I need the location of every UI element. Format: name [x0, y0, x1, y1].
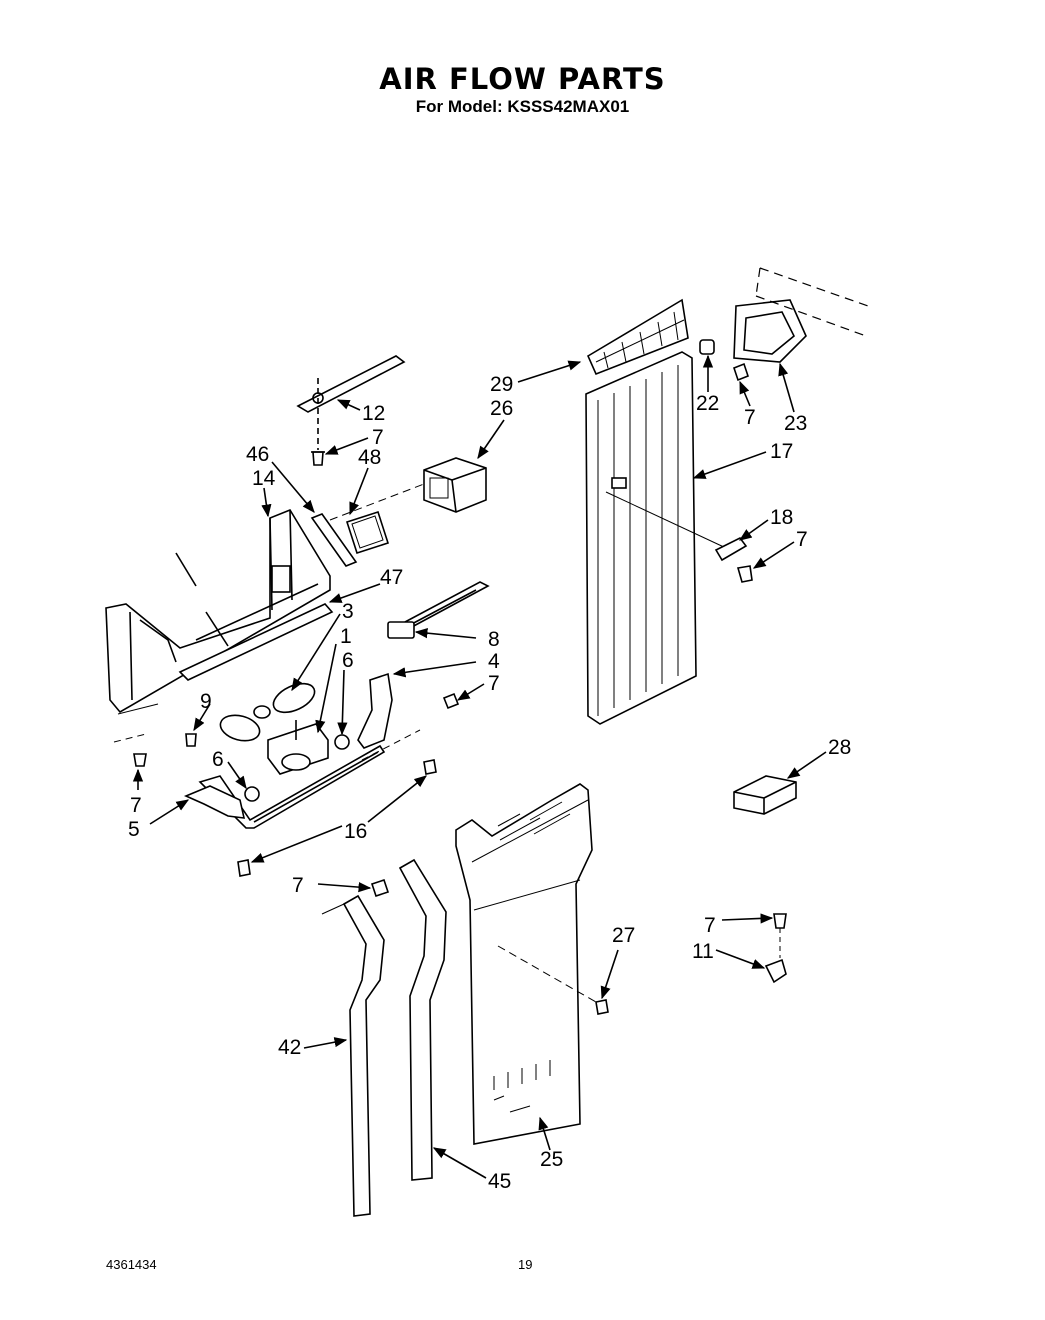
- callout-6: 6: [212, 748, 224, 771]
- part-25-cover: [455, 783, 597, 1145]
- part-42-bar: [321, 894, 385, 1217]
- part-29-grille: [586, 298, 689, 376]
- cabinet-outline: [755, 267, 869, 337]
- callout-42: 42: [278, 1036, 301, 1059]
- screw-part-7: [423, 759, 437, 775]
- callout-8: 8: [488, 628, 500, 651]
- part-1-fan-motor: [267, 720, 329, 775]
- part-9-screw: [185, 733, 197, 747]
- part-12-bracket: [296, 355, 406, 450]
- callout-23: 23: [784, 412, 807, 435]
- screw-part-7: [773, 913, 787, 929]
- screw-part-7: [736, 565, 753, 583]
- callout-labels: 1 3 4 5 6 6 7 7 7 7 7 7 7 8 9 11 12 14 1…: [128, 373, 851, 1193]
- part-5-bracket: [183, 785, 246, 819]
- part-6-grommet: [244, 786, 260, 802]
- screw-part-7: [311, 451, 325, 466]
- callout-47: 47: [380, 566, 403, 589]
- screw-part-7: [733, 362, 749, 382]
- callout-7: 7: [796, 528, 808, 551]
- part-18-clip: [714, 536, 748, 562]
- callout-leaders: [132, 354, 827, 1179]
- callout-7: 7: [372, 426, 384, 449]
- callout-45: 45: [488, 1170, 511, 1193]
- callout-11: 11: [692, 940, 714, 963]
- page-title: AIR FLOW PARTS: [379, 62, 666, 96]
- part-27-screw: [595, 999, 609, 1015]
- part-14-housing: [105, 509, 331, 714]
- page-number: 19: [518, 1257, 533, 1272]
- callout-6: 6: [342, 649, 354, 672]
- callout-29: 29: [490, 373, 513, 396]
- screw-part-7: [237, 859, 251, 877]
- callout-14: 14: [252, 467, 276, 490]
- part-16-motor-bracket: [198, 744, 386, 829]
- callout-28: 28: [828, 736, 851, 759]
- callout-25: 25: [540, 1148, 563, 1171]
- callout-1: 1: [340, 625, 352, 648]
- part-6-grommet: [334, 734, 350, 750]
- model-subtitle: For Model: KSSS42MAX01: [415, 97, 630, 116]
- part-4-bracket: [357, 672, 393, 749]
- callout-16: 16: [344, 820, 367, 843]
- screw-part-7: [133, 753, 147, 767]
- callout-7: 7: [130, 794, 142, 817]
- part-46-strip: [310, 513, 358, 567]
- callout-26: 26: [490, 397, 513, 420]
- part-17-panel: [585, 351, 727, 725]
- callout-22: 22: [696, 392, 719, 415]
- callout-17: 17: [770, 440, 793, 463]
- callout-7: 7: [292, 874, 304, 897]
- screw-part-7: [442, 692, 460, 710]
- callout-7: 7: [488, 672, 500, 695]
- part-11-clip: [764, 958, 787, 984]
- screw-part-7: [370, 878, 390, 898]
- callout-3: 3: [342, 600, 354, 623]
- part-26-duct: [423, 457, 487, 513]
- callout-9: 9: [200, 690, 212, 713]
- part-48-pad: [345, 510, 390, 555]
- part-28-block: [733, 775, 797, 815]
- part-8-harness: [387, 581, 490, 639]
- part-23-bracket: [733, 299, 807, 363]
- callout-18: 18: [770, 506, 793, 529]
- callout-5: 5: [128, 818, 140, 841]
- callout-7: 7: [744, 406, 756, 429]
- callout-46: 46: [246, 443, 269, 466]
- part-22-clip: [699, 339, 715, 355]
- part-3-fan-blade: [219, 682, 316, 742]
- callout-4: 4: [488, 650, 500, 673]
- part-45-gasket: [398, 858, 447, 1181]
- document-number: 4361434: [106, 1257, 157, 1272]
- callout-12: 12: [362, 402, 385, 425]
- callout-48: 48: [358, 446, 381, 469]
- part-47-tube: [178, 583, 334, 681]
- callout-7: 7: [704, 914, 716, 937]
- callout-27: 27: [612, 924, 635, 947]
